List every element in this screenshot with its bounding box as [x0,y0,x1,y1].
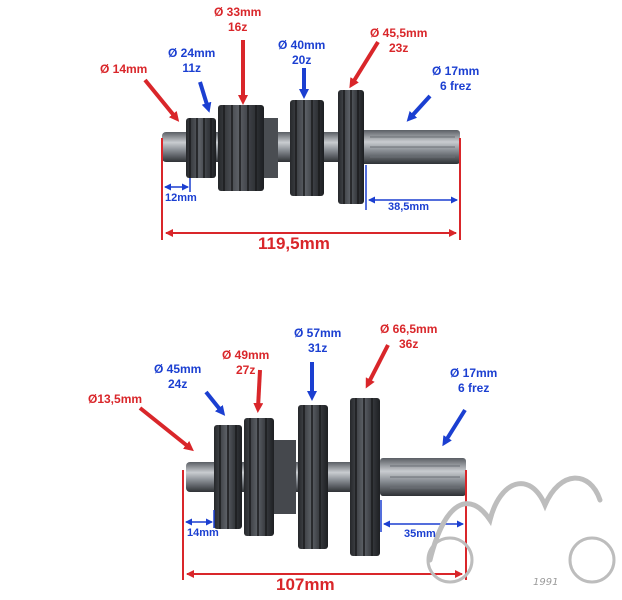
top-label-17mm: Ø 17mm 6 frez [432,64,479,94]
top-arrow-17mm [406,94,432,122]
label-line: Ø 40mm [278,38,326,52]
bottom-arrow-13mm [138,406,194,452]
bottom-dim-right-text: 35mm [404,528,436,540]
top-dim-total-text: 119,5mm [258,234,330,253]
bottom-dim-left-text: 14mm [187,527,219,539]
top-dim-right-text: 38,5mm [388,201,429,213]
bottom-label-17mm: Ø 17mm 6 frez [450,366,497,396]
top-label-14mm: Ø 14mm [100,62,147,77]
bottom-arrow-45mm [204,390,226,416]
label-line: 23z [389,41,409,55]
top-shaft-splines [370,136,455,158]
top-arrow-45mm [349,40,380,89]
label-line: 27z [236,363,256,377]
top-arrow-14mm [143,78,180,122]
top-arrow-24mm [198,81,212,113]
label-line: Ø 24mm [168,46,216,60]
label-line: Ø 45mm [154,362,202,376]
bottom-gear-27z [244,418,274,536]
top-gear-11z [186,118,216,178]
top-shaft [143,40,461,240]
label-line: Ø 14mm [100,62,148,76]
bottom-arrow-17mm [442,408,467,447]
label-line: Ø 66,5mm [380,322,438,336]
label-line: 36z [399,337,419,351]
bottom-label-57mm: Ø 57mm 31z [294,326,341,356]
label-line: 31z [308,341,328,355]
label-line: 16z [228,20,248,34]
top-gear-20z [290,100,324,196]
label-line: Ø 33mm [214,5,262,19]
label-line: 6 frez [440,79,472,93]
brand-watermark-logo [426,475,616,584]
bottom-shaft [138,344,467,580]
bottom-label-49mm: Ø 49mm 27z [222,348,269,378]
top-gear-16z [218,105,264,191]
label-line: Ø 45,5mm [370,26,428,40]
label-line: Ø 17mm [432,64,480,78]
bottom-dim-total-text: 107mm [276,575,335,594]
label-line: Ø13,5mm [88,392,143,406]
label-line: 20z [292,53,312,67]
top-label-45mm: Ø 45,5mm 23z [370,26,427,56]
label-line: Ø 57mm [294,326,342,340]
bottom-gear-36z [350,398,380,556]
bottom-gear-31z [298,405,328,549]
top-label-24mm: Ø 24mm 11z [168,46,215,76]
bottom-label-13mm: Ø13,5mm [88,392,142,407]
bottom-arrow-49mm [253,369,264,413]
bottom-arrow-66mm [365,344,390,389]
label-line: Ø 49mm [222,348,270,362]
label-line: 24z [168,377,188,391]
label-line: 6 frez [458,381,490,395]
watermark-year: 1991 [533,577,559,588]
bottom-label-45mm: Ø 45mm 24z [154,362,201,392]
label-line: Ø 17mm [450,366,498,380]
top-label-33mm: Ø 33mm 16z [214,5,261,35]
top-dim-left-text: 12mm [165,192,197,204]
top-label-40mm: Ø 40mm 20z [278,38,325,68]
bottom-label-66mm: Ø 66,5mm 36z [380,322,437,352]
label-line: 11z [182,61,202,75]
